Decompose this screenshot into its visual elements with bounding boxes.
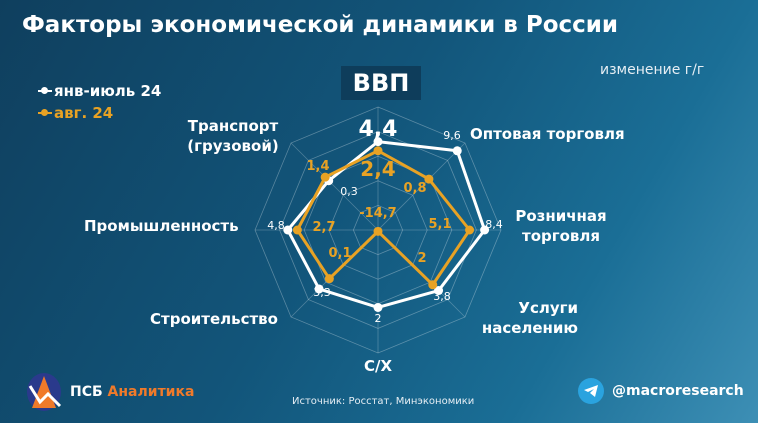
legend-item-series2: авг. 24 bbox=[38, 102, 161, 124]
chart-subtitle: изменение г/г bbox=[600, 62, 705, 78]
grid-ring bbox=[328, 180, 428, 280]
data-label-series2: 2 bbox=[417, 251, 426, 266]
category-label-services: Услуги населению bbox=[481, 299, 578, 337]
data-label-series2: 0,8 bbox=[403, 181, 426, 196]
category-label-wholesale: Оптовая торговля bbox=[470, 125, 625, 143]
data-label-series1: 3,3 bbox=[313, 286, 331, 299]
data-label-series2: 2,7 bbox=[312, 220, 335, 235]
grid-ring bbox=[352, 204, 404, 256]
data-point-2 bbox=[465, 225, 475, 235]
data-point-1 bbox=[480, 225, 490, 235]
telegram-link[interactable]: @macroresearch bbox=[578, 378, 744, 404]
data-point-2 bbox=[428, 280, 438, 290]
data-point-2 bbox=[373, 226, 383, 236]
legend: янв-июль 24 авг. 24 bbox=[38, 80, 161, 124]
page-title: Факторы экономической динамики в России bbox=[22, 12, 619, 38]
data-label-series1: 4,8 bbox=[267, 219, 285, 232]
data-point-2 bbox=[320, 172, 330, 182]
data-point-1 bbox=[314, 284, 324, 294]
data-point-1 bbox=[434, 286, 444, 296]
category-label-retail: Розничная торговля bbox=[515, 207, 607, 245]
category-label-gdp: ВВП bbox=[341, 66, 421, 100]
data-label-series2: 0,1 bbox=[328, 246, 351, 261]
data-label-series2: 1,4 bbox=[306, 159, 329, 174]
data-label-series1: 4,4 bbox=[359, 117, 398, 142]
data-point-2 bbox=[373, 146, 383, 156]
grid-spoke bbox=[290, 142, 379, 231]
grid-spoke bbox=[377, 142, 466, 231]
data-point-1 bbox=[452, 146, 462, 156]
data-point-2 bbox=[324, 274, 334, 284]
category-label-agriculture: С/Х bbox=[363, 357, 393, 375]
data-label-series2: 5,1 bbox=[428, 217, 451, 232]
data-label-series2: -14,7 bbox=[359, 206, 396, 221]
data-point-2 bbox=[292, 225, 302, 235]
data-point-1 bbox=[373, 137, 383, 147]
source-note: Источник: Росстат, Минэкономики bbox=[292, 396, 475, 407]
data-label-series2: 2,4 bbox=[360, 157, 395, 181]
data-label-series1: 9,6 bbox=[443, 129, 461, 142]
category-label-industry: Промышленность bbox=[84, 217, 239, 235]
data-point-1 bbox=[373, 302, 383, 312]
data-label-series1: 8,4 bbox=[485, 218, 503, 231]
legend-item-series1: янв-июль 24 bbox=[38, 80, 161, 102]
grid-ring bbox=[279, 131, 477, 329]
psb-logo: ПСБ Аналитика bbox=[26, 372, 194, 412]
psb-logo-icon bbox=[27, 373, 62, 411]
category-label-construction: Строительство bbox=[150, 310, 278, 328]
data-label-series1: 0,3 bbox=[340, 185, 358, 198]
telegram-icon bbox=[578, 378, 604, 404]
data-point-2 bbox=[424, 174, 434, 184]
data-point-1 bbox=[283, 225, 293, 235]
grid-ring bbox=[254, 106, 502, 354]
category-label-transport: Транспорт (грузовой) bbox=[187, 117, 279, 155]
data-label-series1: 2 bbox=[375, 312, 382, 325]
data-label-series1: 3,8 bbox=[433, 290, 451, 303]
